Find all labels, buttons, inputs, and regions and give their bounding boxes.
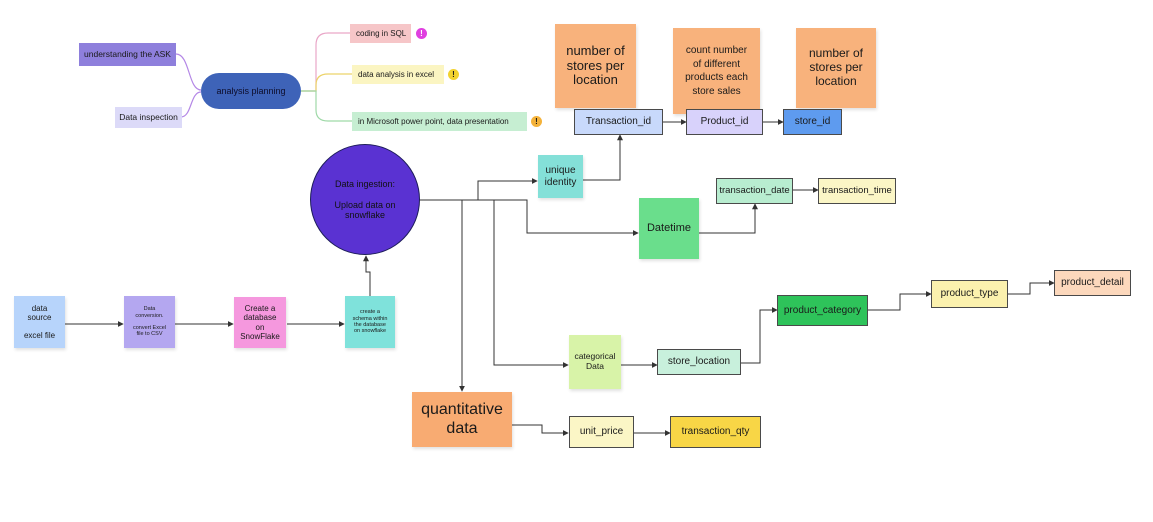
sql-alert-icon: ! — [416, 28, 427, 39]
arrow-identity-transaction — [583, 134, 623, 181]
ppt-alert-icon: ! — [531, 116, 542, 127]
link-inspection — [180, 91, 202, 118]
transaction-id-field: Transaction_id — [574, 109, 663, 135]
excel-alert-icon: ! — [448, 69, 459, 80]
quantitative-data-node: quantitative data — [412, 392, 512, 447]
arrow-to-categorical — [420, 199, 569, 368]
data-conversion-node: Data conversion. convert Excel file to C… — [124, 296, 175, 348]
store-id-field: store_id — [783, 109, 842, 135]
product-detail-field: product_detail — [1054, 270, 1131, 296]
product-id-field: Product_id — [686, 109, 763, 135]
note-stores-per-location-1: number of stores per location — [555, 24, 636, 108]
link-ask — [175, 53, 202, 91]
data-source-node: data source excel file — [14, 296, 65, 348]
product-category-field: product_category — [777, 295, 868, 326]
sql-tag: coding in SQL — [350, 24, 411, 43]
arrow-to-datetime — [420, 199, 639, 236]
unique-identity-node: unique identity — [538, 155, 583, 198]
link-excel — [301, 73, 352, 92]
data-ingestion-node: Data ingestion: Upload data on snowflake — [310, 144, 420, 255]
datetime-node: Datetime — [639, 198, 699, 259]
transaction-qty-field: transaction_qty — [670, 416, 761, 448]
ppt-tag: in Microsoft power point, data presentat… — [352, 112, 527, 131]
transaction-date-field: transaction_date — [716, 178, 793, 204]
store-location-field: store_location — [657, 349, 741, 375]
arrow-datetime-date — [699, 203, 758, 234]
data-inspection-node: Data inspection — [115, 107, 182, 128]
arrow-category-type — [868, 291, 932, 311]
arrow-type-detail — [1008, 280, 1055, 295]
note-products-per-store: count number of different products each … — [673, 28, 760, 114]
arrow-quantitative-price — [512, 424, 569, 436]
create-schema-node: create a schema within the database on s… — [345, 296, 395, 348]
unit-price-field: unit_price — [569, 416, 634, 448]
arrow-location-category — [740, 307, 778, 364]
link-ppt — [301, 90, 352, 122]
understanding-ask-node: understanding the ASK — [79, 43, 176, 66]
product-type-field: product_type — [931, 280, 1008, 308]
arrow-schema-ingestion — [363, 255, 371, 296]
note-stores-per-location-2: number of stores per location — [796, 28, 876, 108]
categorical-data-node: categorical Data — [569, 335, 621, 389]
analysis-planning-node: analysis planning — [201, 73, 301, 109]
link-sql — [301, 32, 350, 92]
excel-tag: data analysis in excel — [352, 65, 444, 84]
transaction-time-field: transaction_time — [818, 178, 896, 204]
arrow-to-identity — [420, 178, 538, 201]
create-database-node: Create a database on SnowFlake — [234, 297, 286, 348]
